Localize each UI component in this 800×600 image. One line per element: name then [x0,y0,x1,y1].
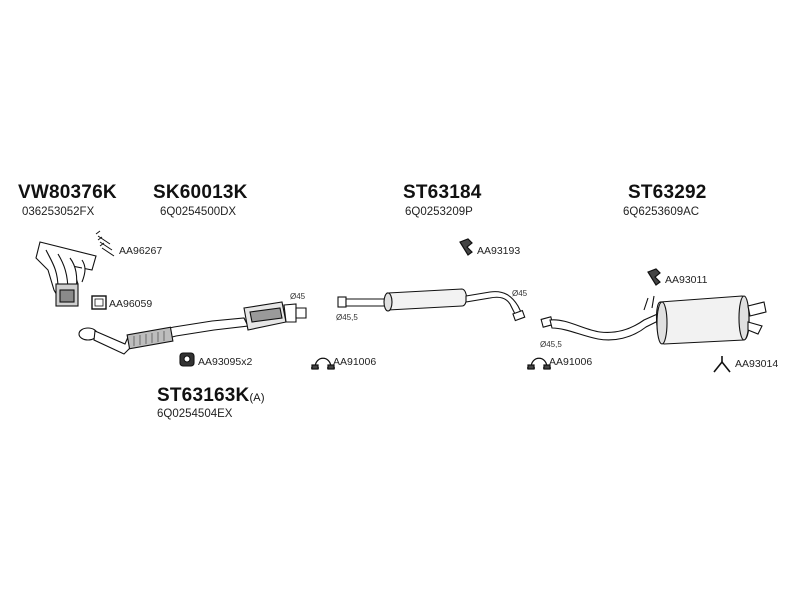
rubber-mount-drawing [713,356,731,373]
dimension-cat-outlet: Ø45 [290,292,306,301]
clamp-1-drawing [311,357,335,370]
oem-number-rear-silencer: 6Q6253609AC [623,206,700,218]
oem-number-catalyst: 6Q0254500DX [160,206,237,218]
accessory-label-hanger-1: AA93193 [477,245,521,257]
part-number-front-pipe: ST63163K(A) [157,385,265,407]
part-number-front-pipe-main: ST63163K [157,385,250,406]
part-number-middle-silencer: ST63184 [403,182,482,203]
part-number-catalyst: SK60013K [153,182,248,203]
dimension-mid-outlet: Ø45 [512,289,528,298]
hanger-1-drawing [459,238,473,256]
accessory-label-hanger-2: AA93011 [665,274,708,286]
accessory-label-front-mount: AA93095x2 [198,356,253,368]
accessory-label-rubber-mount: AA93014 [735,358,779,370]
oem-number-manifold: 036253052FX [22,206,95,218]
accessory-label-clamp-1: AA91006 [333,356,377,368]
dimension-rear-inlet: Ø45,5 [540,340,562,349]
part-number-front-pipe-suffix: (A) [249,392,265,404]
oem-number-middle-silencer: 6Q0253209P [405,206,473,218]
oem-number-front-pipe: 6Q0254504EX [157,408,233,420]
accessory-label-bolts: AA96267 [119,245,163,257]
accessory-label-gasket: AA96059 [109,298,153,310]
bolts-drawing [95,230,115,257]
front-mount-drawing [179,352,195,367]
clamp-2-drawing [527,357,551,370]
exhaust-manifold-drawing [35,241,97,307]
rear-silencer-drawing [540,295,767,345]
part-number-manifold: VW80376K [18,182,117,203]
accessory-label-clamp-2: AA91006 [549,356,593,368]
front-pipe-catalyst-drawing [78,301,307,355]
hanger-2-drawing [647,268,661,286]
part-number-rear-silencer: ST63292 [628,182,707,203]
gasket-drawing [91,295,107,310]
dimension-mid-inlet: Ø45,5 [336,313,358,322]
middle-silencer-drawing [337,288,526,322]
